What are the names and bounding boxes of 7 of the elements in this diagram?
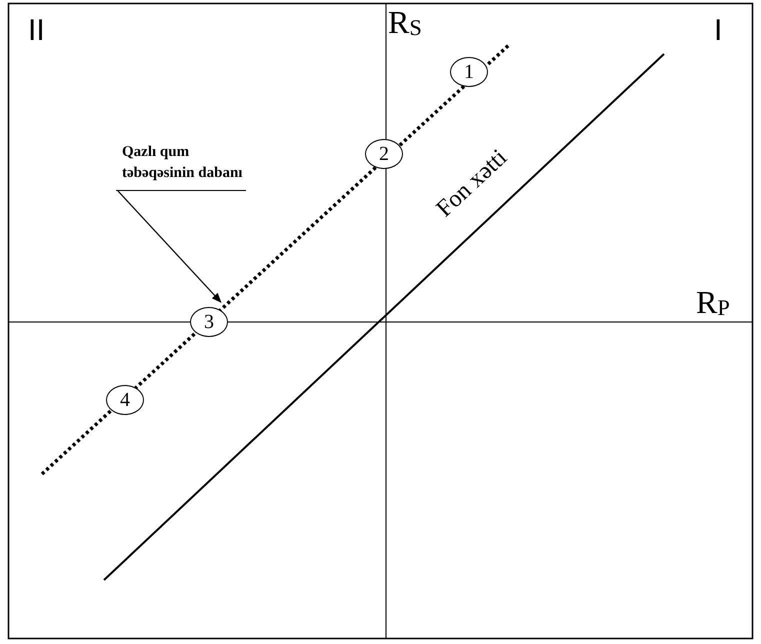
dotted-line	[40, 42, 512, 476]
leader-line	[118, 190, 222, 303]
axis-label: R$_{P}$	[696, 284, 730, 322]
quadrant-label: II	[28, 14, 45, 48]
axis-label: R$_{S}$	[388, 4, 422, 42]
quadrant-label: I	[714, 14, 722, 48]
line-label: Fon xətti	[432, 144, 513, 223]
